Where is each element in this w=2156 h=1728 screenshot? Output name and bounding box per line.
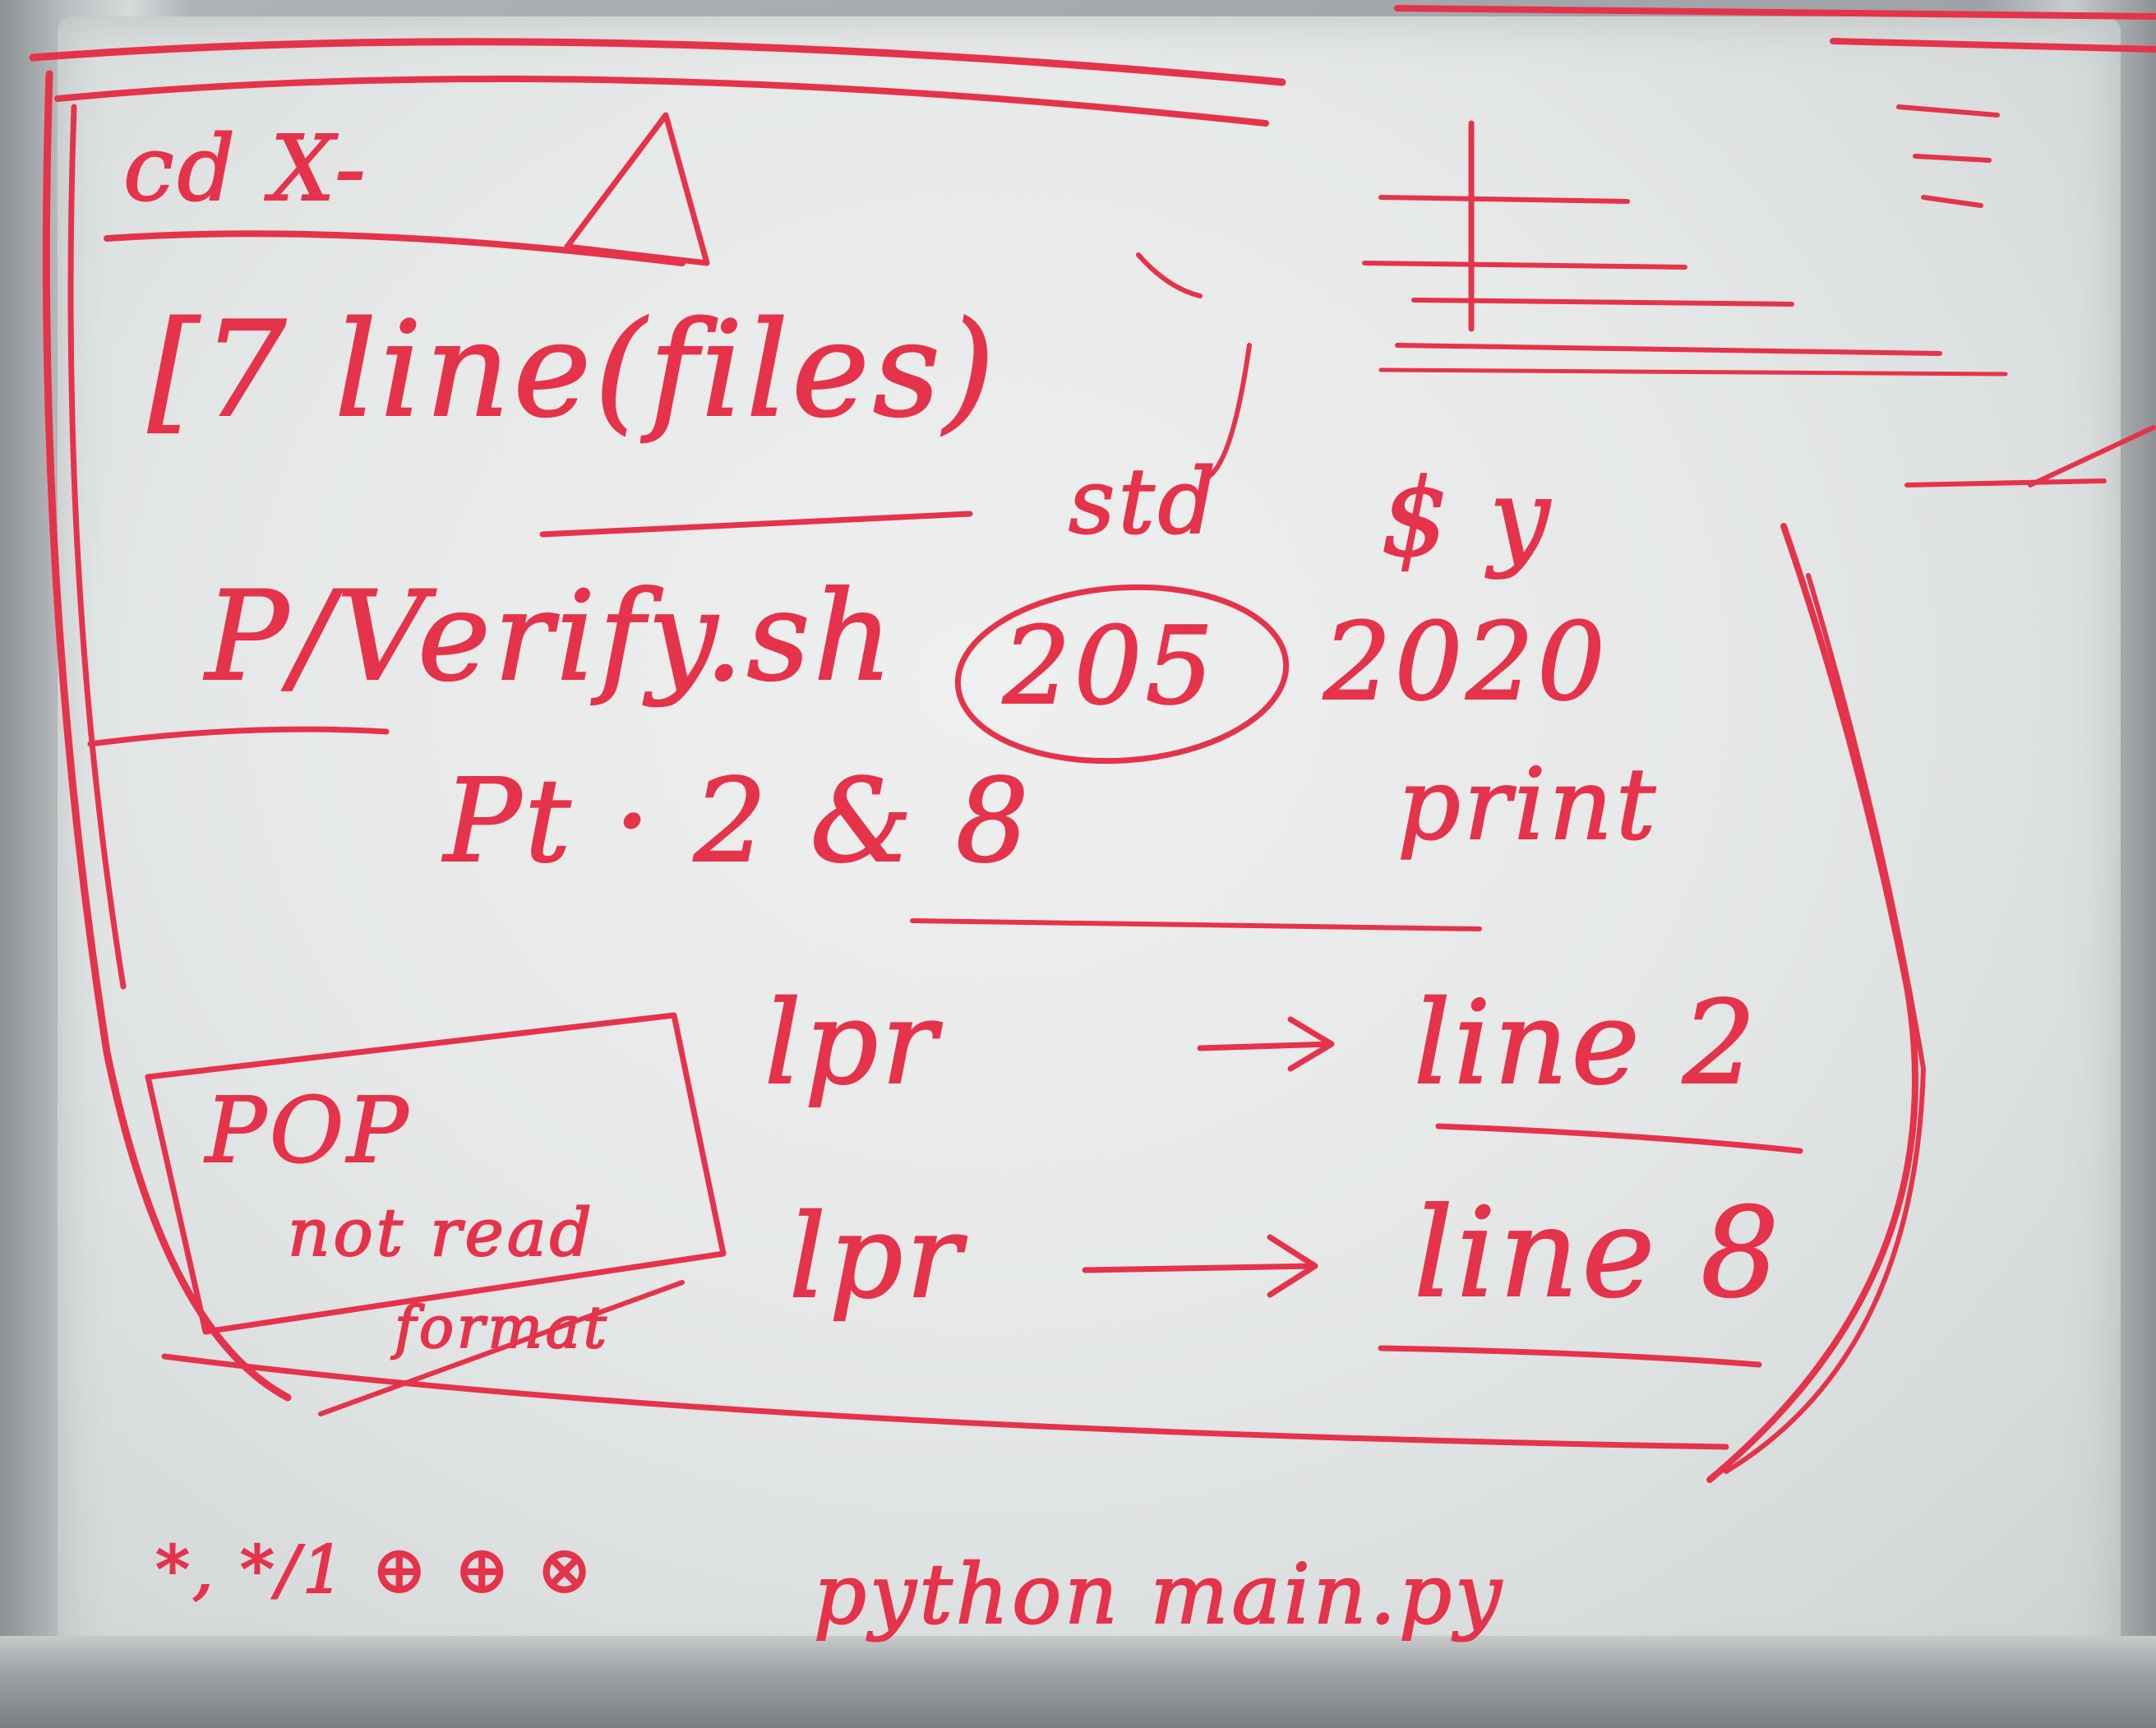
- pop-crossed-text: format: [394, 1294, 610, 1361]
- pop-title-text: POP: [205, 1078, 412, 1183]
- command-underline: [539, 511, 973, 538]
- print-text: print: [1397, 748, 1660, 862]
- verify-text: P/Verify.sh: [205, 566, 897, 709]
- line2-underline: [1435, 1123, 1803, 1154]
- lpr-two-text: lpr: [788, 1190, 965, 1324]
- bottom-symbols-text: *, */1 ⊕ ⊕ ⊗: [155, 1532, 596, 1608]
- lpr-one-text: lpr: [764, 977, 940, 1111]
- marker-tray: [0, 1636, 2156, 1728]
- ladder-rung-2: [1362, 261, 1687, 270]
- top-right-stroke-2: [1830, 38, 2156, 53]
- line8-underline: [1378, 1345, 1762, 1368]
- strike-through: [318, 1280, 685, 1416]
- verify-underline: [87, 726, 390, 747]
- dollar-y-text: $ y: [1380, 455, 1554, 580]
- bottom-enclosure-stroke: [161, 1353, 1729, 1450]
- right-mark-4: [1904, 478, 2107, 487]
- triangle-sketch: [564, 112, 710, 266]
- heading-fragment: cd X-: [122, 116, 369, 221]
- circled-number-text: 205: [1002, 603, 1217, 728]
- mid-squiggle-1: [1136, 252, 1203, 298]
- bottom-command-text: python main.py: [813, 1546, 1505, 1643]
- lpr-two-target-text: line 8: [1413, 1182, 1783, 1325]
- left-enclosure-stroke-2: [67, 104, 127, 990]
- right-mark-5: [2028, 425, 2156, 487]
- pop-box: [145, 1012, 727, 1335]
- right-bracket-stroke-2: [1724, 573, 1926, 1474]
- whiteboard-surface: [58, 16, 2121, 1677]
- right-mark-3: [1921, 195, 1983, 208]
- lpr-one-target-text: line 2: [1413, 977, 1760, 1111]
- top-border-stroke-2: [54, 76, 1269, 127]
- pt-underline: [910, 918, 1482, 931]
- ladder-rung-4: [1395, 343, 1942, 356]
- top-border-stroke: [29, 38, 1286, 86]
- pt-line-text: Pt · 2 & 8: [443, 755, 1032, 889]
- right-mark-1: [1896, 104, 2000, 118]
- command-line-text: [7 line(files): [147, 293, 999, 446]
- right-mark-2: [1913, 154, 1992, 163]
- ladder-rung-3: [1411, 298, 1794, 307]
- cd-underline: [104, 230, 686, 266]
- ladder-rung-1: [1378, 195, 1630, 204]
- std-text: std: [1068, 449, 1220, 554]
- mid-squiggle-2: [1206, 343, 1252, 479]
- number-circle: [954, 584, 1290, 765]
- pop-note-text: not read: [287, 1194, 595, 1271]
- arrow-line2: [1197, 1016, 1335, 1072]
- arrow-line8: [1082, 1234, 1318, 1298]
- top-right-stroke: [1394, 5, 2156, 20]
- ladder-rung-5: [1378, 367, 2008, 377]
- year-text: 2020: [1323, 599, 1609, 724]
